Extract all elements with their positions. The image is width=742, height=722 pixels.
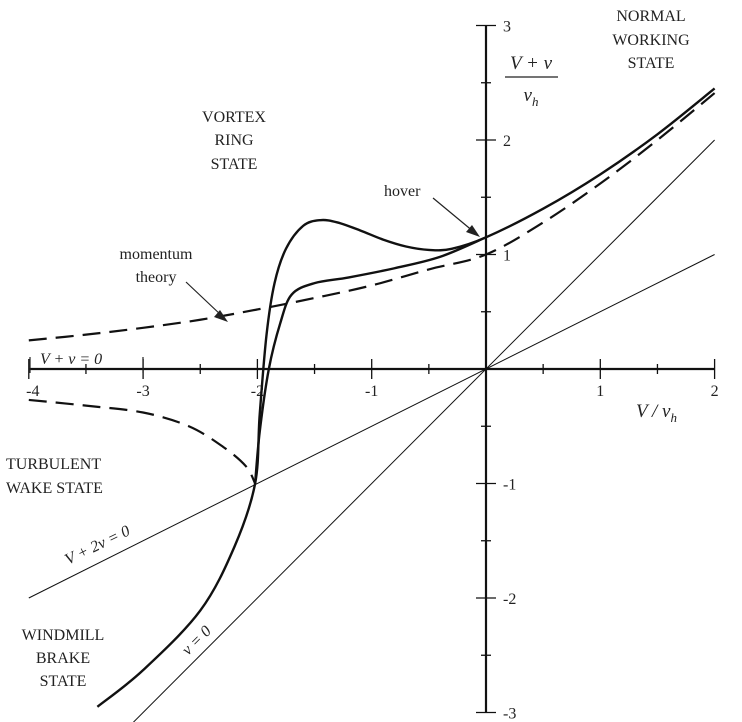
y-tick-label: 2	[503, 133, 511, 150]
curves	[28, 87, 716, 722]
series-line-2	[253, 236, 487, 484]
series-line-4	[28, 398, 257, 485]
svg-text:momentum: momentum	[120, 246, 193, 263]
x-tick-label: 1	[596, 383, 604, 400]
y-label-numerator: V + v	[510, 53, 553, 74]
y-label-denominator: vh	[524, 85, 539, 109]
y-tick-label: -2	[503, 591, 516, 608]
series-line-5	[28, 254, 715, 599]
momentum-arrow	[185, 281, 228, 322]
x-tick-label: -1	[365, 383, 378, 400]
svg-text:WINDMILL: WINDMILL	[22, 627, 105, 644]
svg-text:RING: RING	[214, 132, 254, 149]
svg-text:TURBULENT: TURBULENT	[6, 456, 101, 473]
series-line-6	[132, 139, 715, 722]
v-plus-2v-zero-label: V + 2v = 0	[62, 523, 133, 569]
momentum-theory-label: momentum theory	[120, 246, 193, 286]
turbulent-wake-label: TURBULENT WAKE STATE	[6, 456, 103, 497]
series-line-3	[28, 92, 716, 342]
x-tick-label: 2	[711, 383, 719, 400]
normal-working-label: NORMAL WORKING STATE	[612, 8, 690, 72]
y-tick-label: -3	[503, 706, 516, 722]
y-tick-label: 1	[503, 248, 511, 265]
x-axis-label: V / vh	[636, 401, 677, 425]
y-tick-label: -1	[503, 477, 516, 494]
windmill-brake-label: WINDMILL BRAKE STATE	[22, 627, 105, 690]
svg-text:STATE: STATE	[40, 673, 87, 690]
svg-text:theory: theory	[136, 269, 177, 286]
svg-text:NORMAL: NORMAL	[616, 8, 685, 25]
y-axis-label: V + v vh	[505, 53, 558, 109]
series-line-1	[96, 87, 716, 708]
svg-text:STATE: STATE	[211, 156, 258, 173]
hover-arrow	[432, 197, 480, 237]
svg-text:BRAKE: BRAKE	[36, 650, 90, 667]
y-tick-label: 3	[503, 19, 511, 36]
svg-text:WORKING: WORKING	[612, 32, 690, 49]
hover-label: hover	[384, 183, 421, 200]
v-plus-v-zero-marker	[29, 357, 144, 373]
v-plus-v-zero-label: V + v = 0	[40, 351, 102, 368]
svg-text:WAKE STATE: WAKE STATE	[6, 480, 103, 497]
svg-text:STATE: STATE	[628, 55, 675, 72]
x-tick-label: -3	[136, 383, 149, 400]
x-tick-label: -4	[26, 383, 39, 400]
vortex-ring-label: VORTEX RING STATE	[202, 109, 266, 173]
svg-text:VORTEX: VORTEX	[202, 109, 266, 126]
